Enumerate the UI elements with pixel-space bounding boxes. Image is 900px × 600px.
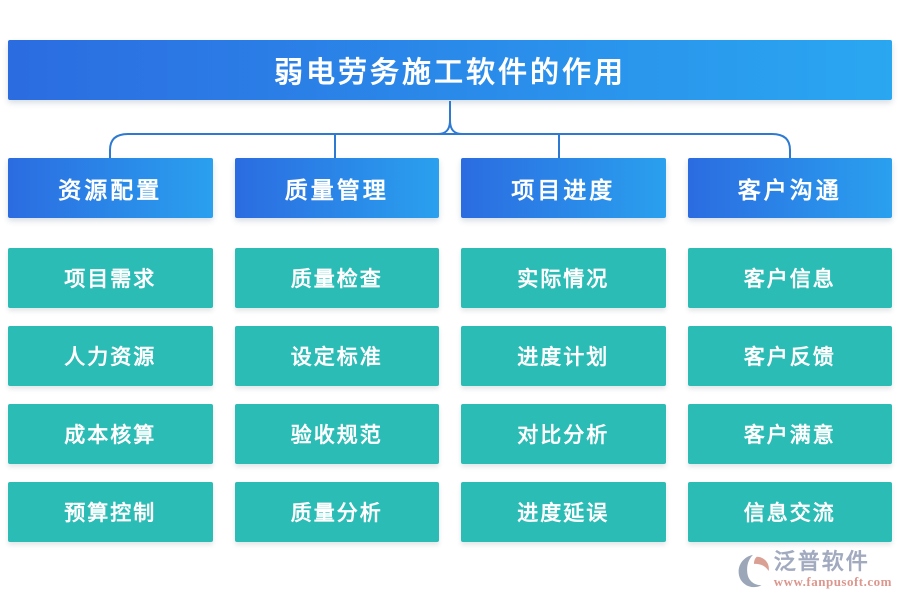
node-cost-accounting: 成本核算 bbox=[8, 404, 213, 464]
header-row: 资源配置 质量管理 项目进度 客户沟通 bbox=[8, 158, 892, 218]
title-banner: 弱电劳务施工软件的作用 bbox=[8, 40, 892, 100]
node-progress-plan: 进度计划 bbox=[461, 326, 666, 386]
node-customer-feedback: 客户反馈 bbox=[687, 326, 892, 386]
fanpu-logo-name: 泛普软件 bbox=[773, 549, 870, 574]
node-progress-delay: 进度延误 bbox=[461, 482, 666, 542]
node-quality-inspection: 质量检查 bbox=[234, 248, 439, 308]
fanpu-logo-text: 泛普软件 www.fanpusoft.com bbox=[773, 549, 892, 590]
column-header-project-progress: 项目进度 bbox=[461, 158, 666, 218]
node-grid: 项目需求 质量检查 实际情况 客户信息 人力资源 设定标准 进度计划 客户反馈 … bbox=[8, 248, 892, 542]
node-project-demand: 项目需求 bbox=[8, 248, 213, 308]
node-customer-satisfaction: 客户满意 bbox=[687, 404, 892, 464]
node-actual-situation: 实际情况 bbox=[461, 248, 666, 308]
node-set-standards: 设定标准 bbox=[234, 326, 439, 386]
column-header-quality-management: 质量管理 bbox=[234, 158, 439, 218]
node-comparison-analysis: 对比分析 bbox=[461, 404, 666, 464]
node-quality-analysis: 质量分析 bbox=[234, 482, 439, 542]
node-budget-control: 预算控制 bbox=[8, 482, 213, 542]
connector-lines bbox=[109, 101, 791, 158]
node-information-exchange: 信息交流 bbox=[687, 482, 892, 542]
column-header-customer-communication: 客户沟通 bbox=[687, 158, 892, 218]
node-human-resources: 人力资源 bbox=[8, 326, 213, 386]
column-header-resource-allocation: 资源配置 bbox=[8, 158, 213, 218]
node-acceptance-specs: 验收规范 bbox=[234, 404, 439, 464]
node-customer-info: 客户信息 bbox=[687, 248, 892, 308]
fanpu-logo-icon bbox=[738, 554, 769, 588]
fanpu-logo: 泛普软件 www.fanpusoft.com bbox=[734, 550, 892, 590]
fanpu-logo-url: www.fanpusoft.com bbox=[773, 574, 892, 589]
